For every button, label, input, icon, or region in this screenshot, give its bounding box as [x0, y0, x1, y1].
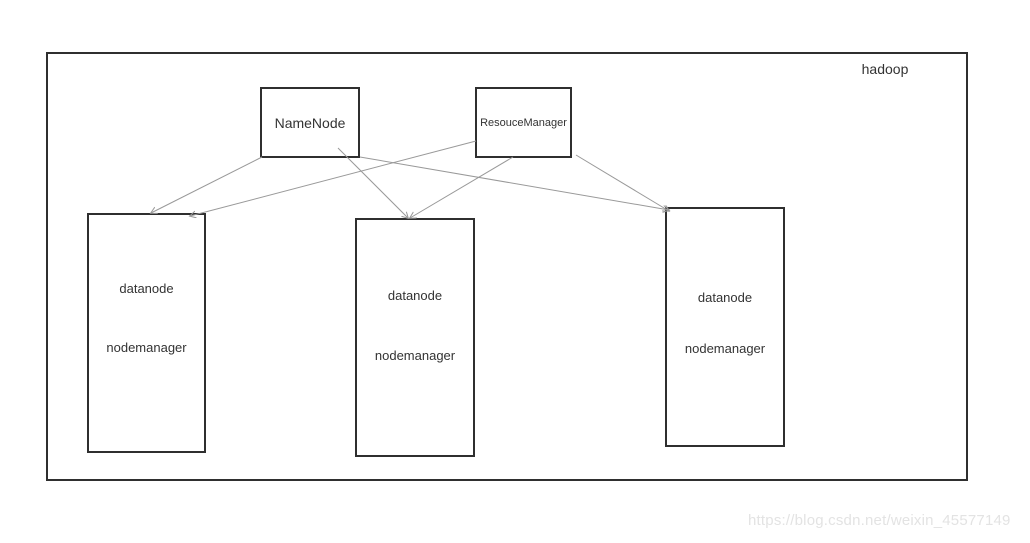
datanode2-nodemanager-label: nodemanager: [374, 348, 456, 363]
resourcemanager-box: ResouceManager: [475, 87, 572, 158]
frame-title: hadoop: [861, 61, 909, 77]
datanode3-datanode-label: datanode: [697, 290, 753, 305]
datanode3-box: datanode nodemanager: [665, 207, 785, 447]
csdn-watermark: https://blog.csdn.net/weixin_45577149: [748, 512, 1011, 529]
datanode1-nodemanager-label: nodemanager: [106, 340, 187, 355]
datanode3-nodemanager-label: nodemanager: [684, 341, 766, 356]
datanode2-datanode-label: datanode: [387, 288, 443, 303]
datanode1-box: datanode nodemanager: [87, 213, 206, 453]
resourcemanager-label: ResouceManager: [480, 116, 567, 129]
datanode2-box: datanode nodemanager: [355, 218, 475, 457]
namenode-box: NameNode: [260, 87, 360, 158]
datanode1-datanode-label: datanode: [119, 281, 174, 296]
namenode-label: NameNode: [274, 114, 346, 131]
